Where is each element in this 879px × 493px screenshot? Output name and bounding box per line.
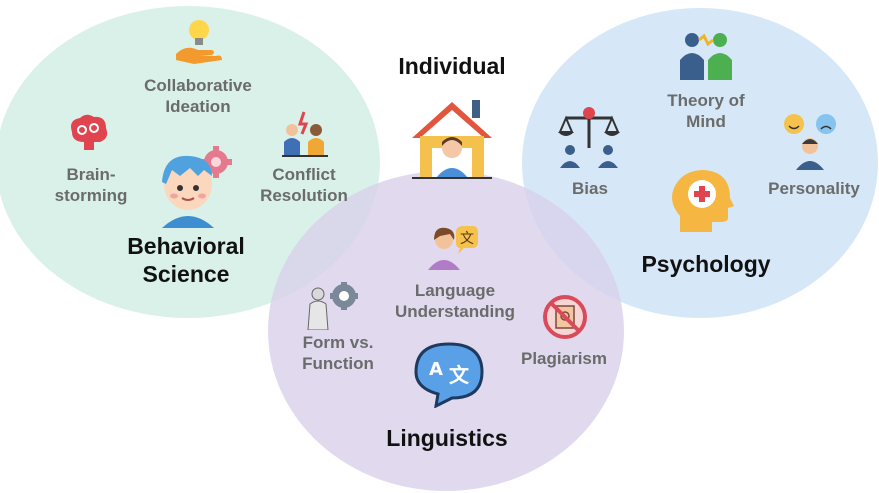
statue-gear-icon bbox=[307, 282, 358, 330]
people-conflict-icon bbox=[282, 111, 328, 157]
theory-of-mind-label: Theory of Mind bbox=[667, 91, 745, 131]
individual-title: Individual bbox=[398, 53, 506, 79]
child-with-gear-icon bbox=[162, 146, 232, 228]
linguistics-circle bbox=[268, 171, 624, 491]
form-vs-function-label: Form vs. Function bbox=[302, 333, 374, 373]
bias-label: Bias bbox=[572, 179, 608, 198]
plagiarism-label: Plagiarism bbox=[521, 349, 607, 368]
translate-bubble-icon: A 文 bbox=[414, 342, 484, 408]
person-translate-icon: 文 bbox=[428, 226, 478, 270]
psychology-circle bbox=[522, 8, 878, 318]
head-medical-icon bbox=[672, 170, 734, 232]
two-people-link-icon bbox=[680, 33, 732, 80]
collaborative-ideation-label: Collaborative Ideation bbox=[144, 76, 252, 116]
personality-label: Personality bbox=[768, 179, 860, 198]
no-copy-icon bbox=[543, 295, 587, 339]
psychology-title: Psychology bbox=[641, 251, 771, 277]
brainstorming-label: Brain- storming bbox=[54, 165, 128, 205]
person-emotions-icon bbox=[784, 114, 836, 170]
linguistics-title: Linguistics bbox=[386, 425, 508, 451]
svg-text:文: 文 bbox=[449, 363, 470, 387]
scale-people-icon bbox=[558, 107, 620, 168]
person-at-home-icon bbox=[412, 100, 492, 179]
svg-text:A: A bbox=[429, 359, 443, 380]
svg-text:文: 文 bbox=[460, 231, 474, 247]
behavioral-science-title: Behavioral Science bbox=[127, 233, 245, 287]
language-understanding-label: Language Understanding bbox=[395, 281, 515, 321]
lightbulb-hand-icon bbox=[176, 20, 222, 64]
conflict-resolution-label: Conflict Resolution bbox=[260, 165, 348, 205]
brain-gears-icon bbox=[71, 114, 108, 150]
